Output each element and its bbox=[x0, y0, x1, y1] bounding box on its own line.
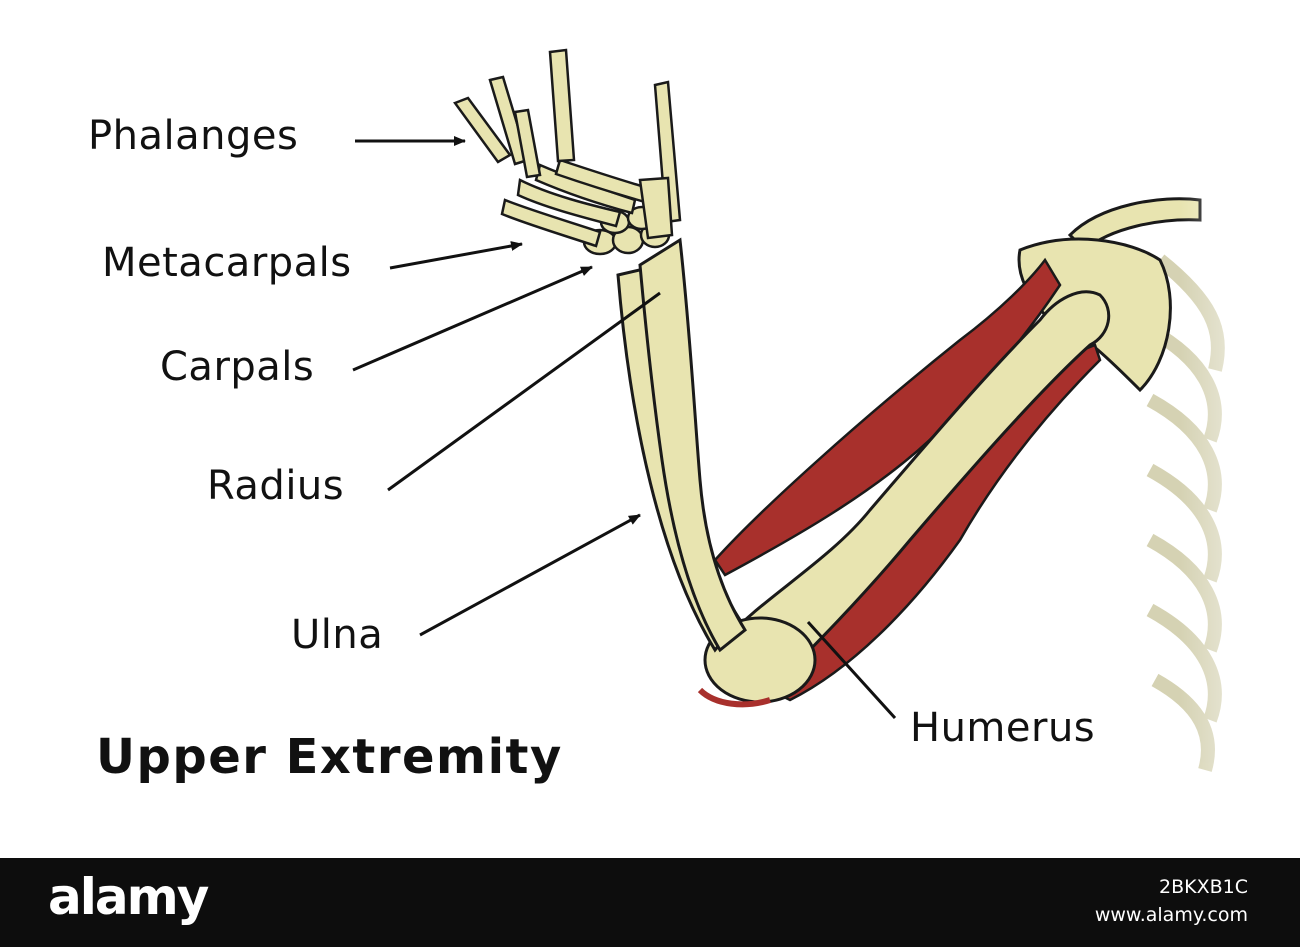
label-humerus: Humerus bbox=[910, 705, 1096, 751]
humerus-arrow bbox=[806, 620, 897, 720]
radius-arrow bbox=[387, 291, 661, 492]
phalanx-bones bbox=[453, 48, 682, 240]
diagram-title: Upper Extremity bbox=[96, 729, 563, 785]
elbow-tip bbox=[697, 687, 771, 708]
site-url: www.alamy.com bbox=[1094, 904, 1248, 926]
brand-logo: alamy bbox=[48, 868, 209, 926]
label-ulna: Ulna bbox=[291, 612, 384, 658]
arm-illustration bbox=[352, 48, 1300, 800]
label-carpals: Carpals bbox=[160, 344, 315, 390]
radius-bone bbox=[638, 237, 747, 653]
anatomy-diagram: Phalanges Metacarpals Carpals Radius Uln… bbox=[88, 48, 1300, 800]
image-code: 2BKXB1C bbox=[1159, 876, 1248, 898]
label-radius: Radius bbox=[207, 463, 345, 509]
carpals-arrow bbox=[352, 265, 593, 372]
watermark-footer: alamy 2BKXB1C www.alamy.com bbox=[0, 858, 1300, 947]
label-phalanges: Phalanges bbox=[88, 113, 299, 159]
biceps-muscle bbox=[713, 257, 1062, 577]
metacarpals-arrow bbox=[389, 241, 523, 270]
ulna-arrow bbox=[419, 513, 641, 637]
label-metacarpals: Metacarpals bbox=[102, 240, 352, 286]
